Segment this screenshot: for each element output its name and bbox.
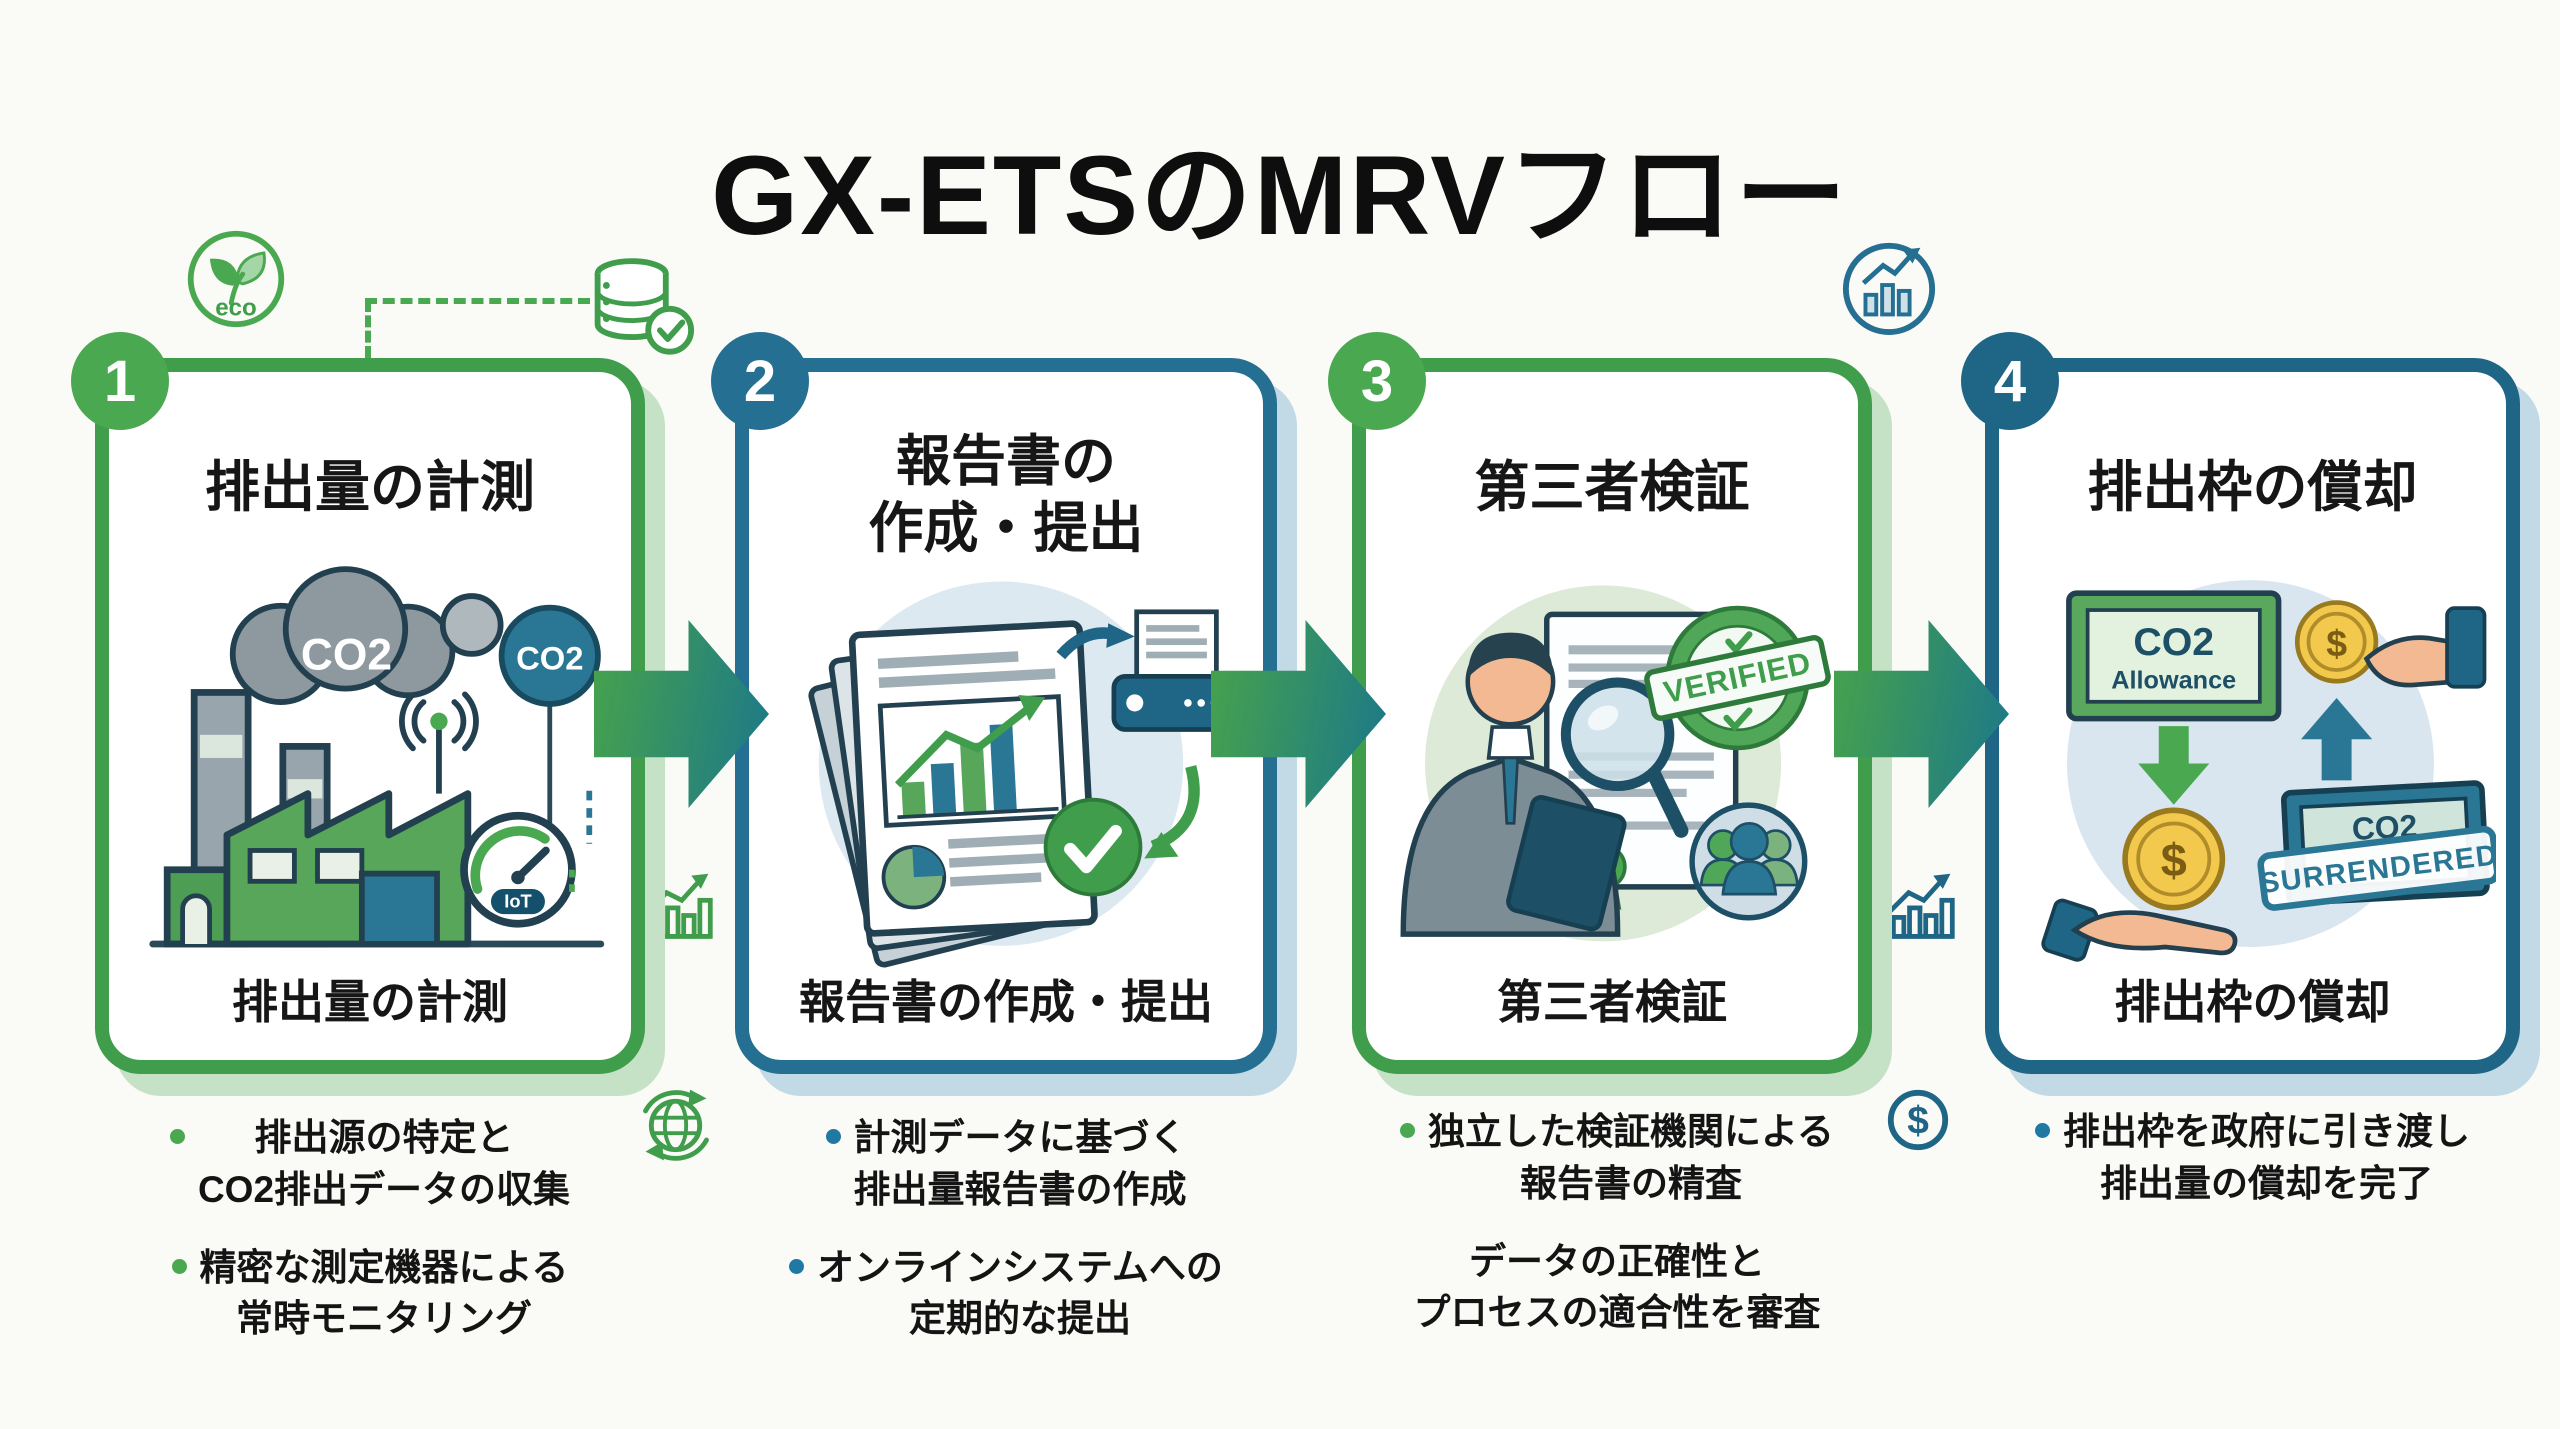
submitted-paper-icon	[1134, 609, 1220, 685]
step-number-badge: 3	[1328, 332, 1426, 430]
step-card-4: 4 排出枠の償却 CO2 Allowance $ $	[1961, 332, 2520, 1074]
bullet-line: 精密な測定機器による	[199, 1246, 569, 1288]
co2-cloud-label: CO2	[301, 630, 392, 679]
step-number-badge: 4	[1961, 332, 2059, 430]
eco-label: eco	[215, 295, 257, 322]
antenna-icon	[430, 712, 449, 731]
bullet-line: 常時モニタリング	[235, 1298, 532, 1340]
step-caption: 第三者検証	[1497, 976, 1727, 1028]
step2-bullet-list: 計測データに基づく排出量報告書の作成 オンラインシステムへの定期的な提出	[735, 1112, 1277, 1345]
page-title: GX-ETSのMRVフロー	[711, 133, 1849, 259]
bullet-line: 計測データに基づく	[853, 1117, 1187, 1158]
step-title-line: 排出枠の償却	[2087, 456, 2418, 518]
dashed-connector-horizontal	[365, 298, 590, 304]
bullet-dot	[171, 1258, 187, 1274]
step-caption: 排出量の計測	[232, 976, 508, 1028]
iot-label: IoT	[505, 890, 532, 911]
magnifier-icon	[1560, 677, 1675, 792]
step-caption: 報告書の作成・提出	[799, 976, 1213, 1028]
third-party-verification-illustration: VERIFIED	[1376, 544, 1848, 970]
bullet-line: データの正確性と	[1469, 1240, 1765, 1282]
co2-bubble-icon	[499, 604, 602, 707]
dollar-circle-icon: $	[1884, 1086, 1952, 1154]
open-hand-icon	[2041, 898, 2238, 962]
bullet-line: 排出枠を政府に引き渡し	[2063, 1111, 2470, 1152]
bullet-dot	[1400, 1123, 1416, 1138]
step3-bullet-list: 独立した検証機関による報告書の精査 データの正確性とプロセスの適合性を審査	[1332, 1106, 1902, 1339]
bullet-line: 定期的な提出	[908, 1298, 1131, 1340]
factory-emission-illustration: CO2 CO2 IoT	[119, 544, 620, 970]
up-arrow-icon	[2301, 698, 2373, 781]
step-card-3: 3 第三者検証	[1328, 332, 1872, 1074]
step-number-badge: 1	[71, 332, 169, 430]
eco-badge-icon: eco	[183, 226, 289, 332]
bullet-line: 排出源の特定と	[254, 1117, 514, 1158]
bullet-item: オンラインシステムへの定期的な提出	[735, 1242, 1277, 1346]
database-check-icon	[583, 248, 695, 358]
bullet-line: オンラインシステムへの	[817, 1246, 1223, 1288]
globe-sync-icon	[630, 1078, 722, 1170]
allowance-note-subtitle: Allowance	[2111, 667, 2236, 695]
step-caption: 排出枠の償却	[2114, 976, 2391, 1028]
step-title-line: 報告書の	[895, 430, 1116, 492]
step-title-line: 排出量の計測	[204, 456, 535, 518]
step-title-line: 第三者検証	[1474, 456, 1750, 518]
step-number: 1	[103, 348, 137, 414]
dashed-connector-vertical	[365, 300, 371, 358]
check-circle-icon	[1043, 797, 1143, 897]
allowance-note-title: CO2	[2133, 620, 2214, 664]
growth-chart-icon-teal	[1882, 868, 1958, 944]
down-arrow-icon	[2138, 726, 2210, 805]
tablet-icon	[1505, 795, 1627, 932]
step-title: 排出枠の償却	[1999, 454, 2506, 521]
step-number: 2	[743, 348, 777, 414]
coin-symbol: $	[2161, 834, 2187, 886]
bullet-line: 排出量の償却を完了	[2100, 1162, 2433, 1204]
allowance-surrender-illustration: CO2 Allowance $ $ CO2	[2009, 544, 2501, 970]
step-card-1: 1 排出量の計測	[71, 332, 645, 1074]
step-title-line: 作成・提出	[868, 497, 1144, 560]
step-number: 3	[1360, 348, 1394, 414]
chart-circle-icon	[1840, 238, 1938, 336]
auditor-person-icon	[1400, 632, 1627, 937]
giving-hand-icon: $	[2295, 600, 2487, 689]
bullet-item: 計測データに基づく排出量報告書の作成	[735, 1112, 1277, 1216]
bullet-item: データの正確性とプロセスの適合性を審査	[1332, 1236, 1902, 1340]
bullet-dot	[789, 1258, 805, 1274]
bullet-line: 排出量報告書の作成	[853, 1168, 1187, 1210]
step-title: 排出量の計測	[109, 454, 631, 521]
report-document-icon	[849, 620, 1099, 937]
bullet-item: 独立した検証機関による報告書の精査	[1332, 1106, 1902, 1210]
bullet-dot	[825, 1129, 841, 1144]
bullet-item: 排出枠を政府に引き渡し排出量の償却を完了	[1985, 1106, 2520, 1210]
bullet-line: CO2排出データの収集	[197, 1168, 571, 1210]
bullet-line: 独立した検証機関による	[1428, 1111, 1834, 1152]
dollar-label: $	[1907, 1100, 1929, 1143]
smoke-cloud-icon	[230, 566, 504, 705]
step-number-badge: 2	[711, 332, 809, 430]
bullet-dot	[169, 1129, 185, 1144]
co2-bubble-label: CO2	[517, 639, 584, 676]
step-title: 第三者検証	[1366, 454, 1858, 521]
verified-stamp-icon: VERIFIED	[1643, 605, 1831, 751]
bullet-line: 報告書の精査	[1519, 1162, 1742, 1204]
co2-allowance-note-icon: CO2 Allowance	[2066, 590, 2282, 722]
growth-chart-icon-green	[640, 868, 716, 944]
bullet-item: 排出源の特定と CO2排出データの収集	[95, 1112, 645, 1216]
step1-bullet-list: 排出源の特定と CO2排出データの収集 精密な測定機器による常時モニタリング	[95, 1112, 645, 1345]
coin-symbol: $	[2326, 622, 2347, 664]
people-group-icon	[1689, 802, 1808, 921]
step-title: 報告書の 作成・提出	[749, 428, 1263, 562]
report-submission-illustration	[759, 544, 1252, 970]
bullet-dot	[2035, 1123, 2050, 1138]
bullet-item: 精密な測定機器による常時モニタリング	[95, 1242, 645, 1346]
step-card-2: 2 報告書の 作成・提出	[711, 332, 1277, 1074]
bullet-line: プロセスの適合性を審査	[1413, 1292, 1821, 1334]
step-number: 4	[1993, 348, 2027, 414]
step4-bullet-list: 排出枠を政府に引き渡し排出量の償却を完了	[1985, 1106, 2520, 1210]
